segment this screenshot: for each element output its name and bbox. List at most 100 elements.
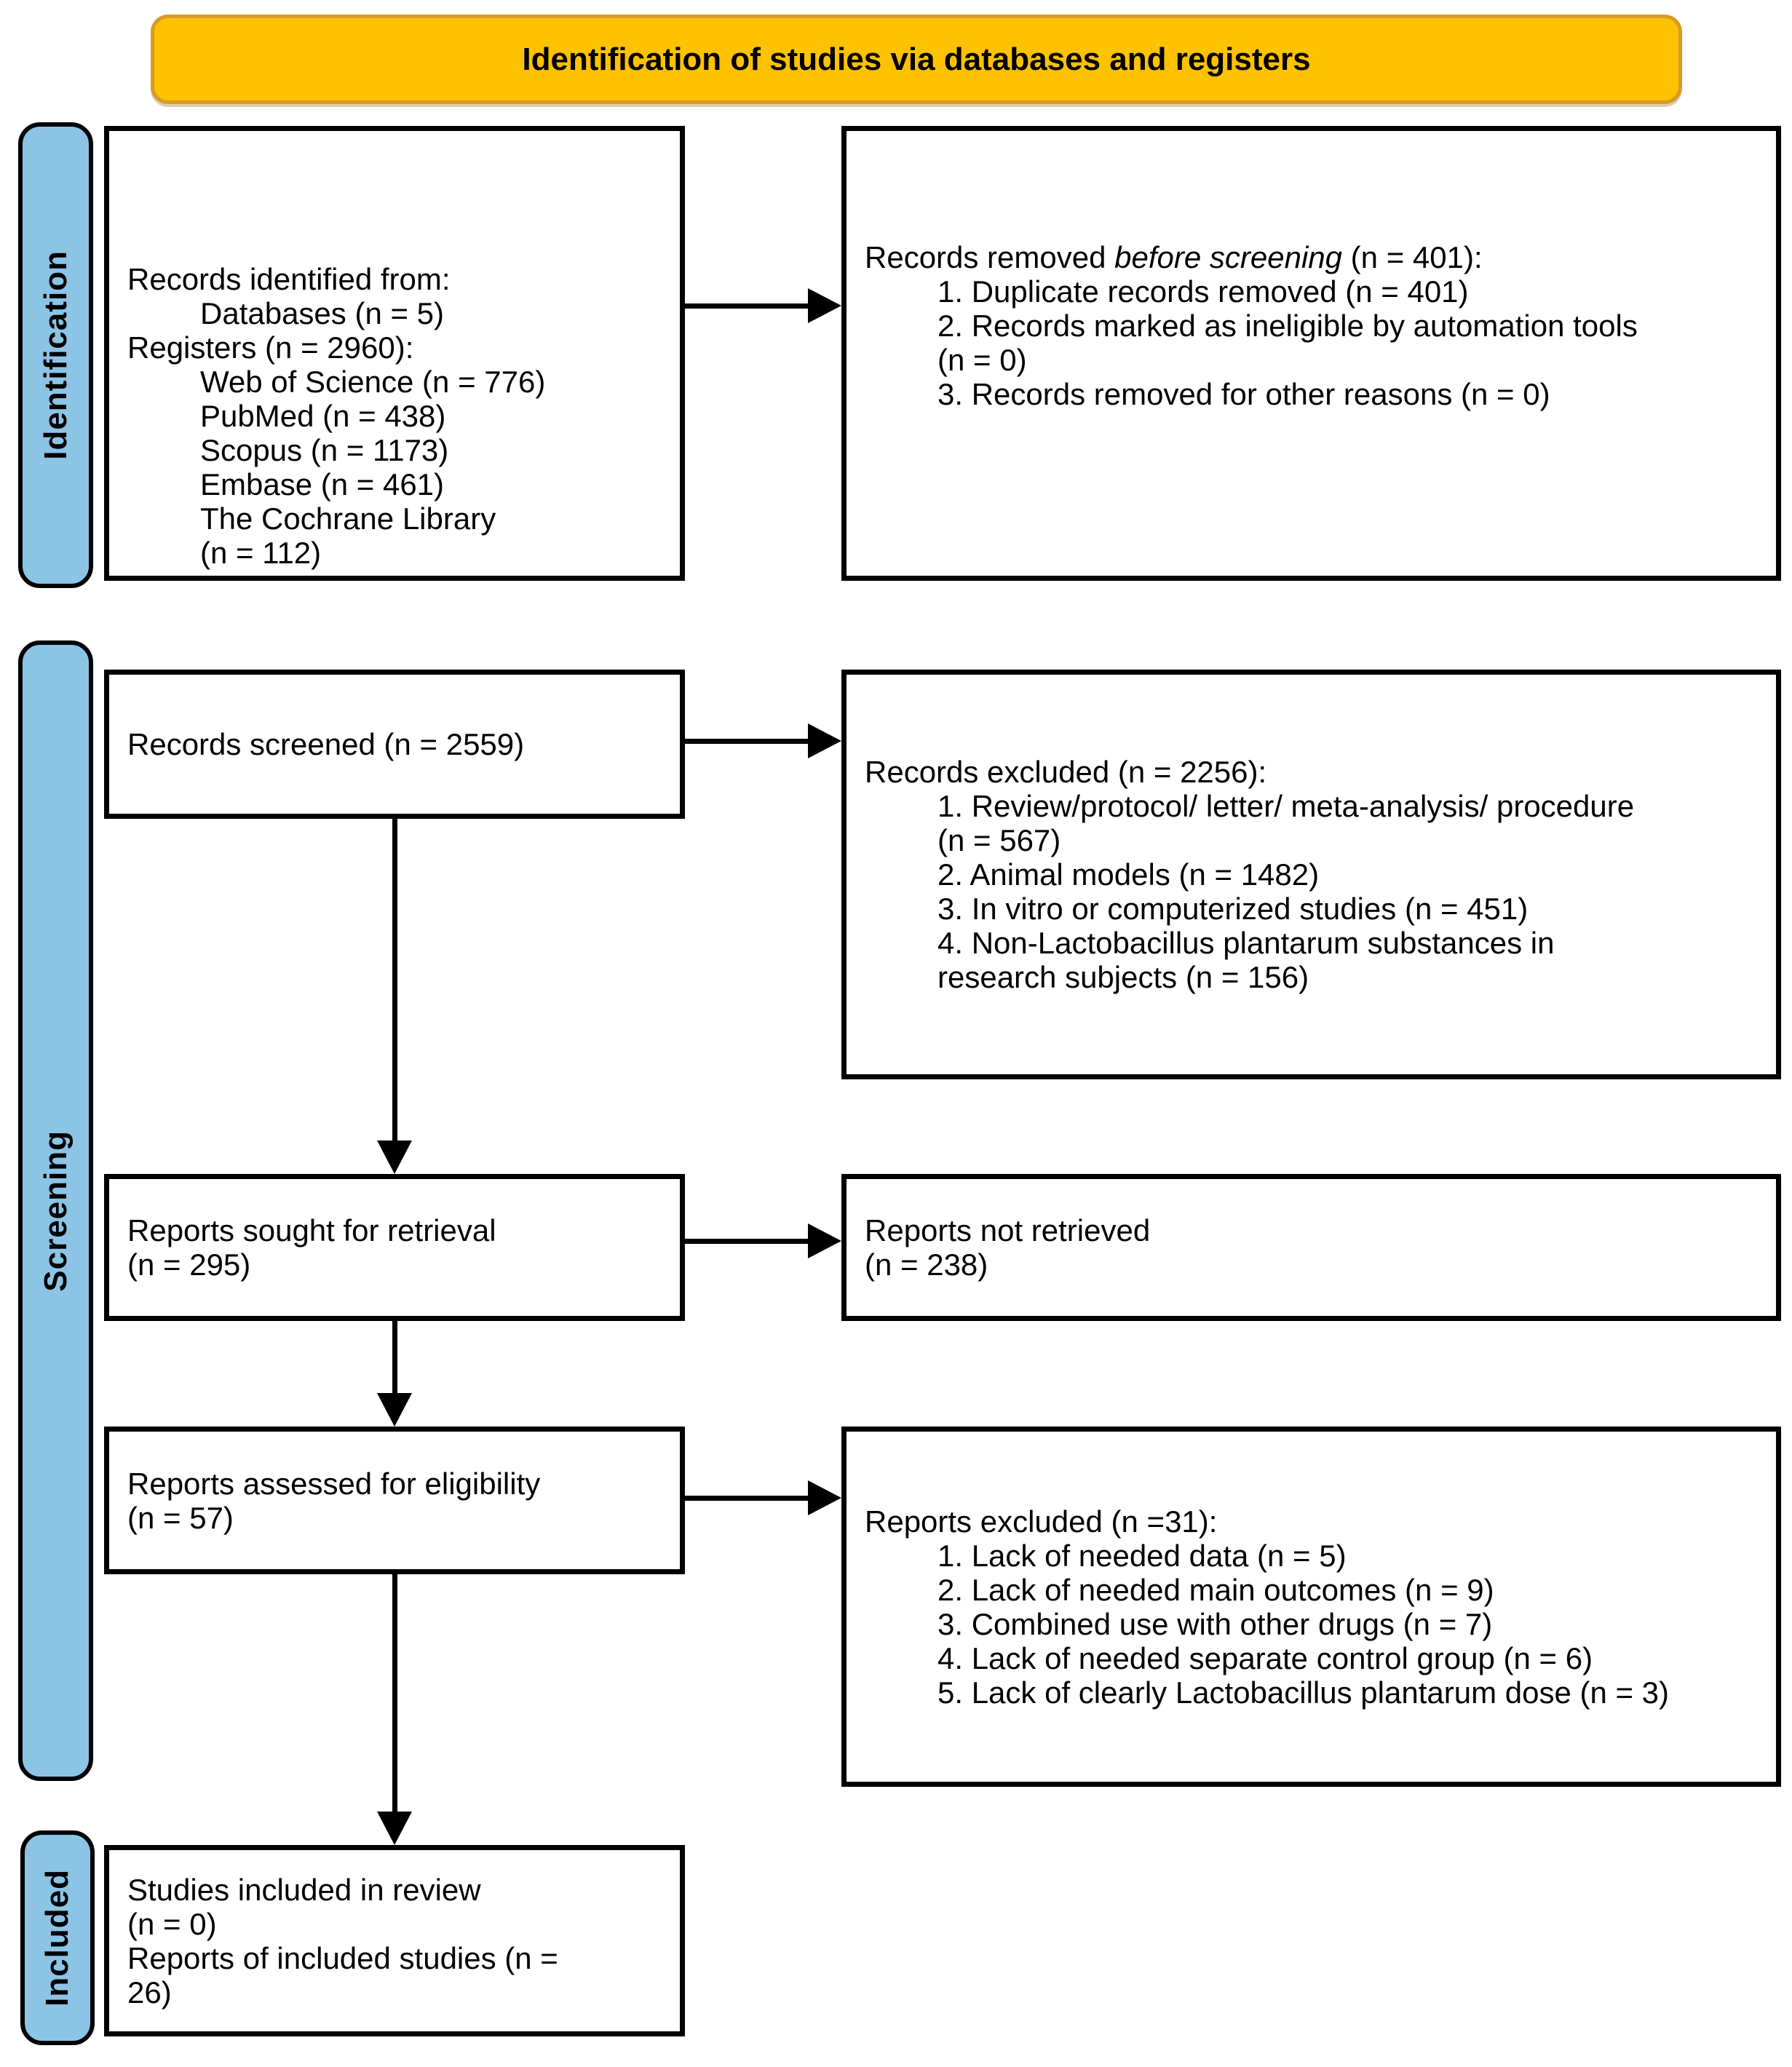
box-records-screened: Records screened (n = 2559): [104, 670, 685, 819]
stage-label-text: Included: [39, 1869, 75, 2007]
text-run: (n = 401):: [1342, 240, 1483, 274]
box-text: Records identified from:Databases (n = 5…: [109, 131, 680, 576]
text-run: 4. Lack of needed separate control group…: [937, 1640, 1593, 1675]
text-line: 2. Records marked as ineligible by autom…: [865, 309, 1767, 343]
stage-label-text: Screening: [37, 1130, 74, 1292]
text-line: Records identified from:: [127, 262, 671, 296]
text-line: Reports not retrieved: [865, 1213, 1767, 1247]
text-run: research subjects (n = 156): [937, 960, 1309, 994]
arrow-shaft: [685, 303, 808, 309]
text-line: Databases (n = 5): [127, 296, 671, 330]
arrow-head: [808, 723, 841, 758]
text-line: Web of Science (n = 776): [127, 365, 671, 399]
box-reports-sought: Reports sought for retrieval(n = 295): [104, 1174, 685, 1321]
diagram-title: Identification of studies via databases …: [522, 41, 1311, 77]
text-line: 26): [127, 1975, 671, 2010]
text-line: 2. Lack of needed main outcomes (n = 9): [865, 1573, 1767, 1607]
text-line: 2. Animal models (n = 1482): [865, 857, 1767, 892]
text-line: (n = 567): [865, 823, 1767, 857]
box-reports-excluded: Reports excluded (n =31):1. Lack of need…: [841, 1427, 1781, 1787]
text-run: (n = 0): [937, 343, 1027, 377]
text-run: 3. In vitro or computerized studies (n =…: [937, 892, 1529, 926]
box-reports-not-retrieved: Reports not retrieved(n = 238): [841, 1174, 1781, 1321]
stage-label-screening: Screening: [18, 640, 93, 1781]
text-run: 4. Non-Lactobacillus plantarum substance…: [937, 926, 1555, 960]
arrow-head: [808, 288, 841, 323]
text-run: before screening: [1114, 240, 1343, 274]
box-reports-assessed: Reports assessed for eligibility(n = 57): [104, 1427, 685, 1574]
text-line: (n = 57): [127, 1501, 671, 1535]
arrow-shaft: [685, 1239, 808, 1244]
text-line: Scopus (n = 1173): [127, 433, 671, 467]
box-text: Records screened (n = 2559): [109, 675, 680, 814]
text-run: 2. Lack of needed main outcomes (n = 9): [937, 1572, 1494, 1607]
text-line: (n = 238): [865, 1247, 1767, 1282]
text-line: Reports of included studies (n =: [127, 1941, 671, 1975]
text-run: (n = 112): [200, 536, 322, 570]
text-run: 1. Review/protocol/ letter/ meta-analysi…: [937, 789, 1635, 823]
box-records-removed: Records removed before screening (n = 40…: [841, 126, 1781, 581]
text-run: Records removed: [865, 240, 1115, 274]
text-run: (n = 295): [127, 1247, 251, 1282]
arrow-shaft: [392, 1321, 397, 1393]
text-run: 26): [127, 1975, 172, 2010]
box-records-identified: Records identified from:Databases (n = 5…: [104, 126, 685, 581]
text-run: Registers (n = 2960):: [127, 330, 414, 365]
text-line: 5. Lack of clearly Lactobacillus plantar…: [865, 1675, 1767, 1710]
text-line: 3. Records removed for other reasons (n …: [865, 377, 1767, 411]
stage-label-text: Identification: [37, 250, 74, 460]
text-run: 5. Lack of clearly Lactobacillus plantar…: [937, 1675, 1670, 1710]
text-line: Studies included in review: [127, 1873, 671, 1907]
text-run: Reports sought for retrieval: [127, 1213, 496, 1247]
text-run: Records screened (n = 2559): [127, 727, 525, 761]
arrow-shaft: [685, 739, 808, 744]
text-line: 3. In vitro or computerized studies (n =…: [865, 892, 1767, 926]
text-run: 1. Duplicate records removed (n = 401): [937, 274, 1469, 309]
text-run: (n = 567): [937, 823, 1061, 857]
box-text: Studies included in review(n = 0)Reports…: [109, 1850, 680, 2031]
stage-label-included: Included: [20, 1830, 95, 2045]
text-run: Reports assessed for eligibility: [127, 1466, 541, 1501]
text-line: 4. Non-Lactobacillus plantarum substance…: [865, 926, 1767, 960]
box-text: Reports excluded (n =31):1. Lack of need…: [847, 1432, 1776, 1782]
text-line: 1. Duplicate records removed (n = 401): [865, 274, 1767, 309]
title-banner: Identification of studies via databases …: [151, 15, 1682, 104]
arrow-shaft: [685, 1496, 808, 1501]
stage-label-identification: Identification: [18, 122, 93, 588]
arrow-shaft: [392, 1574, 397, 1812]
text-line: Reports sought for retrieval: [127, 1213, 671, 1247]
text-run: Records excluded (n = 2256):: [865, 755, 1267, 789]
text-line: The Cochrane Library: [127, 501, 671, 536]
box-text: Records excluded (n = 2256):1. Review/pr…: [847, 675, 1776, 1074]
text-run: Records identified from:: [127, 262, 451, 296]
text-run: Studies included in review: [127, 1872, 481, 1907]
box-studies-included: Studies included in review(n = 0)Reports…: [104, 1845, 685, 2036]
text-line: (n = 112): [127, 536, 671, 570]
text-line: Registers (n = 2960):: [127, 330, 671, 365]
text-run: (n = 0): [127, 1906, 217, 1941]
text-line: research subjects (n = 156): [865, 960, 1767, 994]
text-line: Embase (n = 461): [127, 467, 671, 501]
box-text: Reports sought for retrieval(n = 295): [109, 1179, 680, 1316]
text-run: Reports of included studies (n =: [127, 1940, 558, 1975]
text-run: Scopus (n = 1173): [200, 433, 449, 467]
text-run: Reports not retrieved: [865, 1213, 1151, 1247]
text-line: Records removed before screening (n = 40…: [865, 240, 1767, 274]
arrow-head: [377, 1393, 412, 1427]
arrow-head: [808, 1480, 841, 1515]
arrow-head: [377, 1140, 412, 1174]
text-line: (n = 0): [865, 343, 1767, 377]
text-line: (n = 295): [127, 1247, 671, 1282]
box-text: Reports not retrieved(n = 238): [847, 1179, 1776, 1316]
text-line: 1. Lack of needed data (n = 5): [865, 1539, 1767, 1573]
text-run: 2. Animal models (n = 1482): [937, 857, 1320, 892]
text-run: Databases (n = 5): [200, 296, 445, 330]
text-run: Embase (n = 461): [200, 467, 445, 501]
text-run: (n = 238): [865, 1247, 988, 1282]
text-line: PubMed (n = 438): [127, 399, 671, 433]
text-line: 3. Combined use with other drugs (n = 7): [865, 1607, 1767, 1641]
text-run: 1. Lack of needed data (n = 5): [937, 1538, 1347, 1573]
arrow-head: [377, 1812, 412, 1845]
text-run: Web of Science (n = 776): [200, 365, 546, 399]
